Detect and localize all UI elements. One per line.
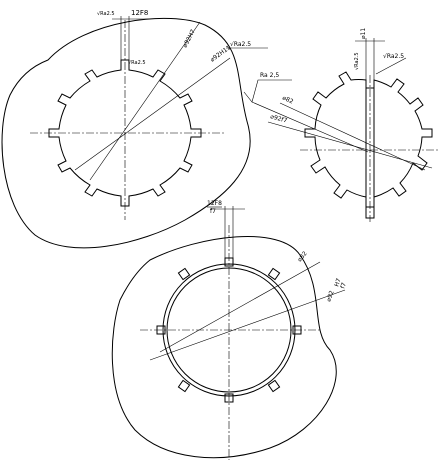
assembly-outer-prefix: ⌀92 [325,290,335,303]
hub-fit-label: 12F8 [131,9,148,17]
assembly-fit-den: f7 [210,208,216,215]
shaft-roughness-top: √Ra2.5 [354,52,360,70]
shaft-spline-outline [304,71,433,208]
hub-inner-dim: ⌀92H7 [182,28,197,49]
assembly-outer-num: H7 [333,277,342,287]
assembly-fit-num: 12F8 [207,200,222,207]
hub-roughness-right: √Ra2.5 [230,41,251,48]
hub-outer-dim: ⌀92H11 [209,44,232,64]
hub-view: 12F8 √Ra2.5 √Ra2.5 ⌀92H7 ⌀92H11 √Ra2.5 [1,9,268,249]
hub-roughness-top: √Ra2.5 [97,11,115,17]
shaft-roughness-side: √Ra2.5 [383,53,404,60]
shaft-minor-dim: ⌀82 [281,94,294,105]
shaft-width-dim: ⌀11 [360,28,367,39]
shaft-roughness-leader: Ra 2,5 [260,72,279,79]
shaft-outer-dim: ⌀92f7 [269,113,288,125]
assembly-view: 12F8 f7 ⌀82 ⌀92 H7 f7 [111,200,348,460]
assembly-outer-den: f7 [339,282,348,290]
shaft-view: ⌀11 √Ra2.5 √Ra2.5 Ra 2,5 ⌀82 ⌀92f7 [243,28,440,222]
hub-roughness-mid: √Ra2.5 [128,60,146,66]
hub-spline-bore [48,59,202,207]
